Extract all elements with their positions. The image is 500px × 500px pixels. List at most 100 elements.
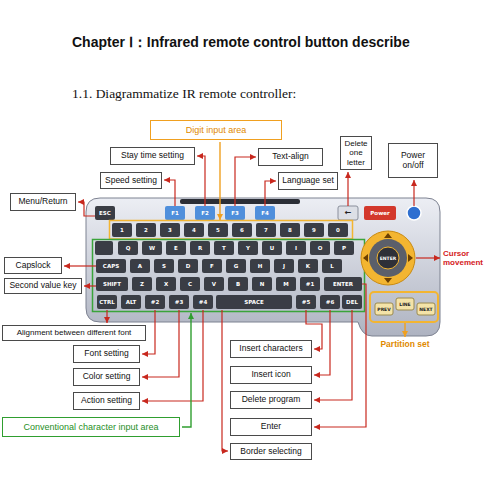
key-label: 8 — [270, 227, 310, 234]
callout-box: Insert icon — [230, 366, 312, 384]
section-heading: 1.1. Diagrammatize IR remote controller: — [72, 86, 296, 102]
key-label: S — [144, 263, 184, 270]
key-label: D — [168, 263, 208, 270]
callout-box: Font setting — [73, 345, 140, 363]
page-title: Chapter Ⅰ：Infrared remote control button… — [72, 34, 410, 52]
key-label: 1 — [102, 227, 142, 234]
key-label: #5 — [286, 299, 326, 306]
callout-text: Delete one letter — [343, 139, 369, 167]
key-label: P — [324, 245, 364, 252]
callout-box: Stay time setting — [110, 147, 195, 165]
key-label: 9 — [294, 227, 334, 234]
callout-box: Conventional character input area — [2, 417, 180, 437]
callout-box: Border selecting — [230, 443, 312, 460]
callout-box: Power on/off — [388, 143, 438, 178]
key-label: ← — [328, 209, 368, 217]
key-label: ALT — [111, 299, 151, 306]
callout-text: Color setting — [83, 372, 131, 382]
callout-box: Color setting — [73, 368, 140, 386]
key-label: L — [312, 263, 352, 270]
key-label: I — [276, 245, 316, 252]
callout-text: Power on/off — [392, 151, 434, 171]
callout-box: Speed setting — [100, 172, 162, 189]
callout-box: Delete one letter — [340, 136, 372, 170]
key-label: ENTER — [323, 281, 363, 288]
key-label: F3 — [215, 210, 255, 217]
key-label: #6 — [310, 299, 350, 306]
key-label: E — [156, 245, 196, 252]
key-label: PREV — [364, 306, 404, 313]
key-label: T — [204, 245, 244, 252]
callout-box: Insert characters — [230, 340, 312, 358]
key-label: NEXT — [406, 306, 446, 313]
callout-text: Insert characters — [239, 344, 302, 354]
key-label: B — [218, 281, 258, 288]
key-label: Y — [228, 245, 268, 252]
callout-box: Enter — [230, 418, 312, 436]
callout-box: Second value key — [4, 278, 82, 294]
key-label: 3 — [150, 227, 190, 234]
key-label: N — [242, 281, 282, 288]
callout-text: Delete program — [242, 395, 301, 405]
key-label: O — [300, 245, 340, 252]
callout-box: Delete program — [230, 391, 312, 409]
key-label: SPACE — [234, 299, 274, 306]
key-label: U — [252, 245, 292, 252]
callout-text: Insert icon — [251, 370, 290, 380]
key-label: K — [288, 263, 328, 270]
key-label: #2 — [135, 299, 175, 306]
key-label: J — [264, 263, 304, 270]
key-label: F — [192, 263, 232, 270]
key-label: #3 — [159, 299, 199, 306]
key-label: CTRL — [87, 299, 127, 306]
callout-box: Capslock — [4, 257, 62, 274]
callout-box: Alignment between different font — [2, 325, 146, 341]
callout-text: Speed setting — [105, 176, 157, 186]
key-label: ESC — [85, 210, 125, 217]
callout-box: Digit input area — [150, 120, 282, 140]
key-label: R — [180, 245, 220, 252]
key-label: X — [146, 281, 186, 288]
key-label: #1 — [290, 281, 330, 288]
key-label: SHIFT — [92, 281, 132, 288]
key-label: W — [132, 245, 172, 252]
key-label: 2 — [126, 227, 166, 234]
callout-box: Text-align — [258, 148, 323, 166]
callout-text: Stay time setting — [121, 151, 184, 161]
callout-box: Action setting — [73, 392, 140, 410]
key-label: 0 — [318, 227, 358, 234]
key-label: G — [216, 263, 256, 270]
callout-text: Font setting — [84, 349, 128, 359]
callout-text: Alignment between different font — [17, 328, 132, 337]
callout-text: Language set — [282, 176, 334, 186]
key-label: 6 — [222, 227, 262, 234]
callout-text: Conventional character input area — [23, 422, 158, 432]
key-label: LINE — [385, 301, 425, 308]
callout-box: Menu/Return — [10, 193, 76, 211]
key-label: 7 — [246, 227, 286, 234]
key-label: C — [170, 281, 210, 288]
key-label: V — [194, 281, 234, 288]
key-label: Power — [360, 210, 400, 217]
callout-text: Menu/Return — [18, 197, 67, 207]
callout-box: Language set — [278, 172, 338, 190]
key-label: DEL — [332, 299, 372, 306]
callout-text: Action setting — [81, 396, 132, 406]
key-label: Q — [108, 245, 148, 252]
key-label: 5 — [198, 227, 238, 234]
key-label: H — [240, 263, 280, 270]
key-label: Z — [122, 281, 162, 288]
key-label: ENTER — [368, 255, 408, 262]
key-label: F1 — [155, 210, 195, 217]
callout-text: Second value key — [9, 281, 76, 291]
key-label: #4 — [183, 299, 223, 306]
key-label: F2 — [185, 210, 225, 217]
callout-text: Digit input area — [186, 125, 247, 135]
callout-text: Text-align — [272, 152, 308, 162]
callout-text: Enter — [261, 422, 281, 432]
key-label: CAPS — [91, 263, 131, 270]
key-label: A — [120, 263, 160, 270]
key-label: M — [266, 281, 306, 288]
callout-label: Partition set — [370, 339, 440, 349]
